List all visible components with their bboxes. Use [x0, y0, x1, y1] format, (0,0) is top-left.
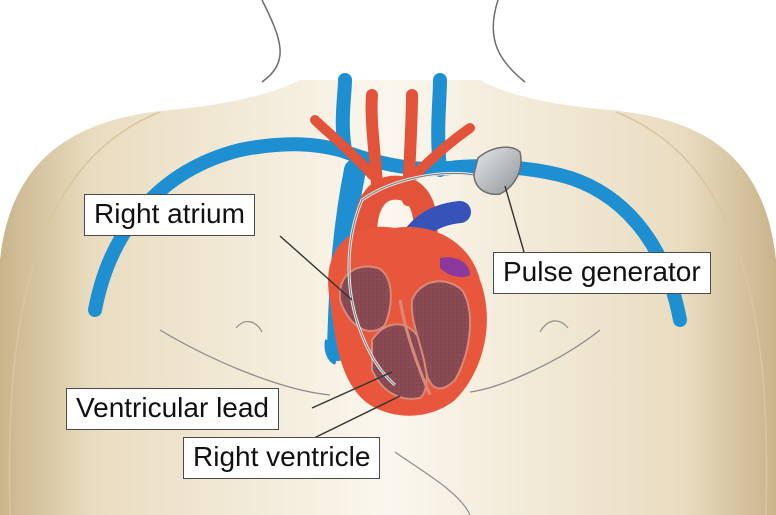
label-pulse-generator: Pulse generator [493, 252, 711, 294]
neck-right-line [493, 0, 525, 82]
neck-left-line [262, 0, 280, 82]
label-ventricular-lead: Ventricular lead [66, 388, 279, 430]
label-right-atrium: Right atrium [84, 194, 255, 236]
neck-area [300, 0, 480, 80]
label-right-ventricle: Right ventricle [183, 437, 380, 479]
